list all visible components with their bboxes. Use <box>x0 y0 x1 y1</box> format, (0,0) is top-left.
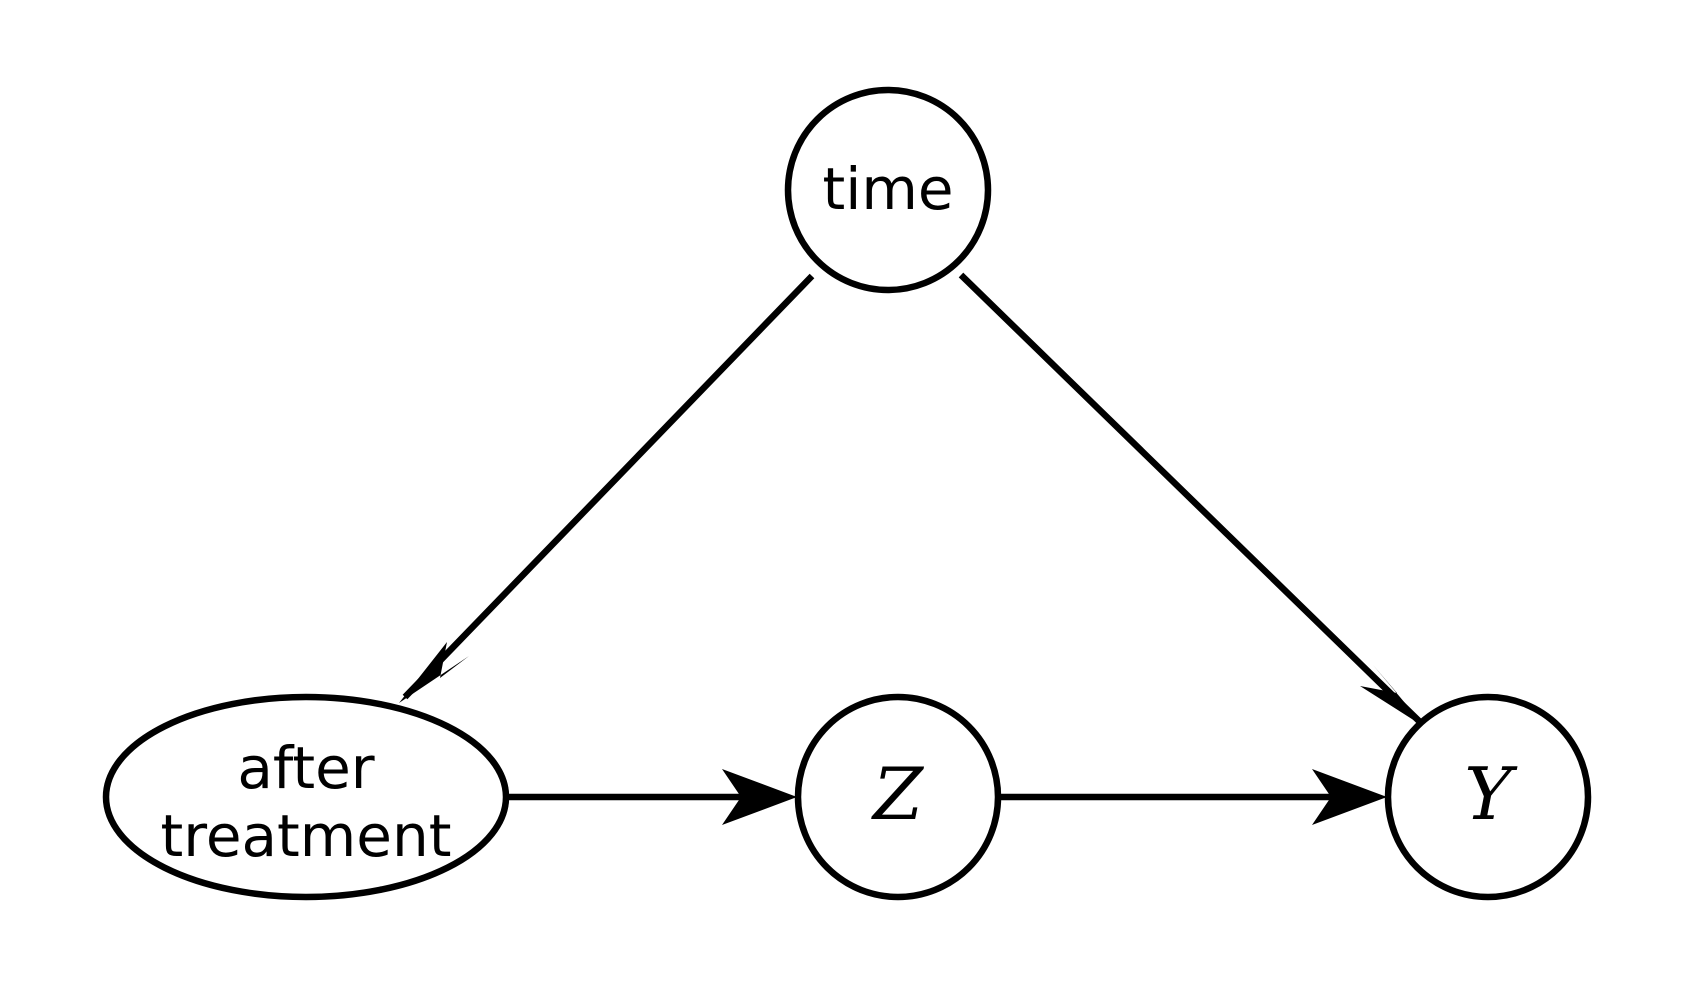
node-after-treatment-label-line2: treatment <box>161 802 452 870</box>
arrow-head-icon <box>722 769 797 825</box>
node-y-label: Y <box>1464 752 1518 836</box>
arrow-head-icon <box>1312 769 1387 825</box>
node-after-treatment[interactable]: after treatment <box>102 693 510 901</box>
node-after-treatment-label-line1: after <box>237 734 374 802</box>
node-y[interactable]: Y <box>1384 693 1592 901</box>
node-time[interactable]: time <box>784 86 992 294</box>
node-y-shape[interactable] <box>1384 693 1592 901</box>
arrow-head-icon <box>399 642 469 703</box>
edge-time-to-y <box>958 272 1426 728</box>
edge-time-to-after-treatment <box>399 273 815 703</box>
node-z-shape[interactable] <box>794 693 1002 901</box>
edge-line <box>958 272 1423 725</box>
node-time-label: time <box>822 155 953 223</box>
node-z-label: Z <box>871 752 925 836</box>
edge-after-treatment-to-z <box>506 769 797 825</box>
node-time-shape[interactable] <box>784 86 992 294</box>
node-z[interactable]: Z <box>794 693 1002 901</box>
arrow-head-icon <box>1360 665 1426 728</box>
edge-line <box>402 273 815 700</box>
node-after-treatment-shape[interactable] <box>102 693 510 901</box>
edge-z-to-y <box>998 769 1387 825</box>
